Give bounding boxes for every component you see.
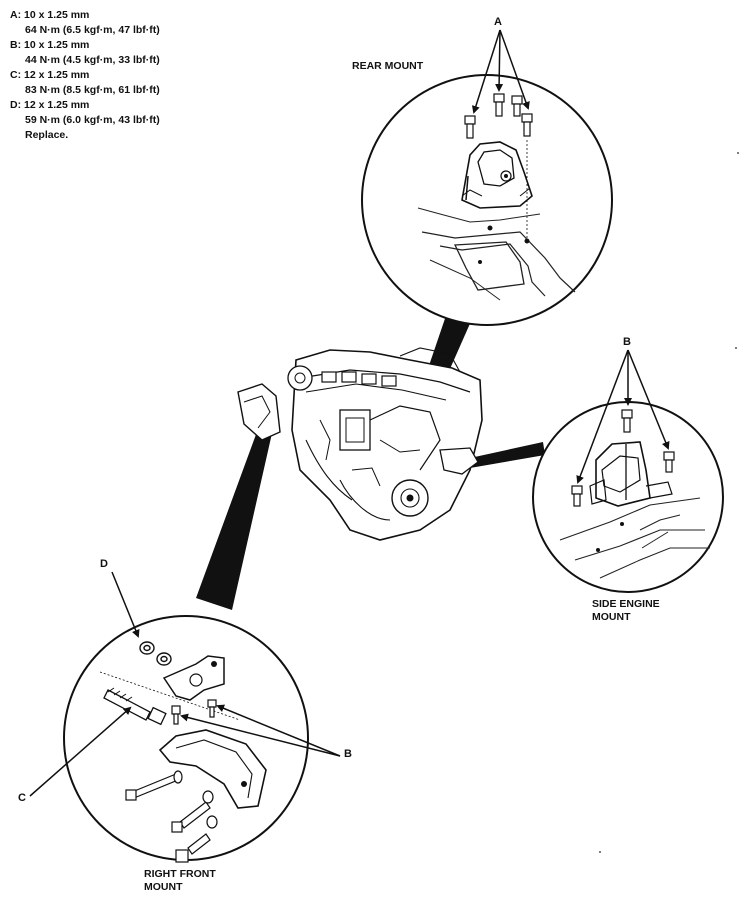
spec-c-torque: 83 N·m (8.5 kgf·m, 61 lbf·ft) [25, 84, 160, 96]
side-mount-label: SIDE ENGINE MOUNT [592, 598, 660, 623]
engine-assembly [237, 347, 483, 541]
callout-a-label: A [494, 16, 502, 28]
callout-a-arrows [472, 29, 530, 114]
spec-d-torque: 59 N·m (6.0 kgf·m, 43 lbf·ft) [25, 114, 160, 126]
spec-b-torque: 44 N·m (4.5 kgf·m, 33 lbf·ft) [25, 54, 160, 66]
spec-c: C: 12 x 1.25 mm [10, 69, 90, 81]
spec-a-torque: 64 N·m (6.5 kgf·m, 47 lbf·ft) [25, 24, 160, 36]
callout-b-side-arrows [576, 349, 670, 484]
callout-c-arrow [29, 706, 132, 797]
spec-b: B: 10 x 1.25 mm [10, 39, 90, 51]
front-mount-detail [63, 615, 309, 863]
front-mount-label: RIGHT FRONT MOUNT [144, 868, 216, 893]
side-mount-connector [470, 442, 545, 468]
callout-d-label: D [100, 558, 108, 570]
front-mount-connector [196, 418, 275, 610]
callout-b-front-arrows [180, 704, 341, 757]
callout-c-label: C [18, 792, 26, 804]
torque-spec-list: A: 10 x 1.25 mm 64 N·m (6.5 kgf·m, 47 lb… [10, 8, 160, 143]
rear-mount-label: REAR MOUNT [352, 60, 424, 72]
spec-a: A: 10 x 1.25 mm [10, 9, 90, 21]
side-mount-detail [532, 401, 724, 593]
rear-mount-detail [361, 74, 613, 326]
spec-d-note: Replace. [25, 129, 69, 141]
callout-b-front-label: B [344, 748, 352, 760]
callout-d-arrow [111, 571, 140, 638]
spec-d: D: 12 x 1.25 mm [10, 99, 90, 111]
callout-b-side-label: B [623, 336, 631, 348]
